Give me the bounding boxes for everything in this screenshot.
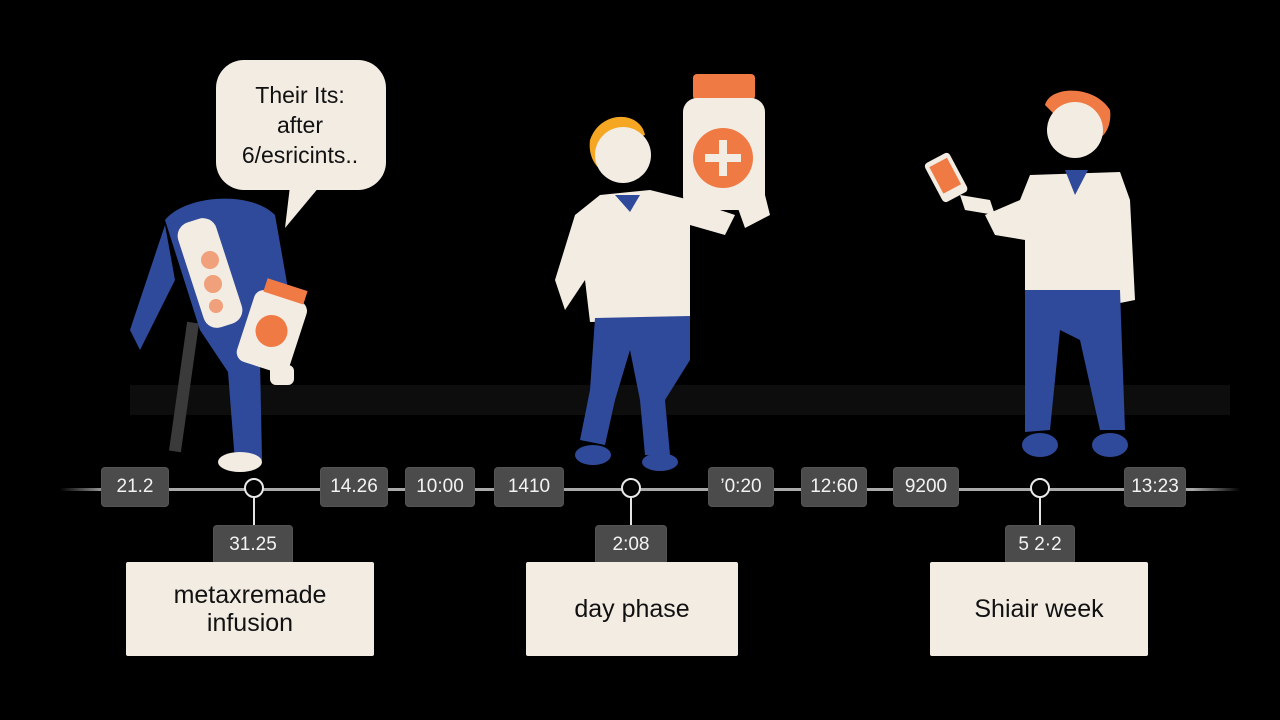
timeline-axis — [60, 488, 1240, 491]
timeline-stem — [630, 498, 632, 528]
shoe — [218, 452, 262, 472]
phone-icon — [924, 152, 968, 203]
milestone-card: day phase — [526, 562, 738, 656]
milestone-time-chip: 5 2·2 — [1005, 525, 1075, 565]
person-3-illustration — [924, 90, 1135, 457]
pill-bottle-icon — [236, 278, 308, 374]
ghost-band — [130, 385, 1230, 415]
pill-bottle-icon — [177, 218, 243, 328]
timeline-time-chip: 1410 — [494, 467, 564, 507]
timeline-node — [244, 478, 264, 498]
person-2-illustration — [555, 74, 770, 471]
milestone-card: Shiair week — [930, 562, 1148, 656]
timeline-time-chip: 10:00 — [405, 467, 475, 507]
timeline-time-chip: ’0:20 — [708, 467, 774, 507]
milestone-card: metaxremade infusion — [126, 562, 374, 656]
timeline-time-chip: 12:60 — [801, 467, 867, 507]
timeline-time-chip: 13:23 — [1124, 467, 1186, 507]
milestone-label: Shiair week — [974, 595, 1104, 623]
head — [595, 127, 651, 183]
stand-pole — [169, 321, 199, 453]
milestone-time-chip: 2:08 — [595, 525, 667, 565]
timeline-time-chip: 21.2 — [101, 467, 169, 507]
milestone-time-chip: 31.25 — [213, 525, 293, 565]
head — [1047, 102, 1103, 158]
pill-bottle-icon — [683, 74, 765, 210]
speech-line: 6/esricints.. — [241, 142, 359, 168]
person-1-illustration — [130, 198, 308, 472]
medical-cross-icon — [693, 128, 753, 188]
milestone-label: infusion — [206, 609, 294, 637]
timeline-node — [621, 478, 641, 498]
milestone-label: metaxremade — [173, 581, 327, 609]
timeline-time-chip: 9200 — [893, 467, 959, 507]
timeline-stem — [1039, 498, 1041, 528]
speech-line: Their Its: — [255, 82, 345, 108]
timeline-node — [1030, 478, 1050, 498]
milestone-label: day phase — [574, 595, 690, 623]
speech-bubble — [216, 60, 386, 228]
speech-line: after — [276, 112, 324, 138]
speech-bubble-text: Their Its: after 6/esricints.. — [230, 80, 370, 170]
timeline-stem — [253, 498, 255, 528]
timeline-time-chip: 14.26 — [320, 467, 388, 507]
